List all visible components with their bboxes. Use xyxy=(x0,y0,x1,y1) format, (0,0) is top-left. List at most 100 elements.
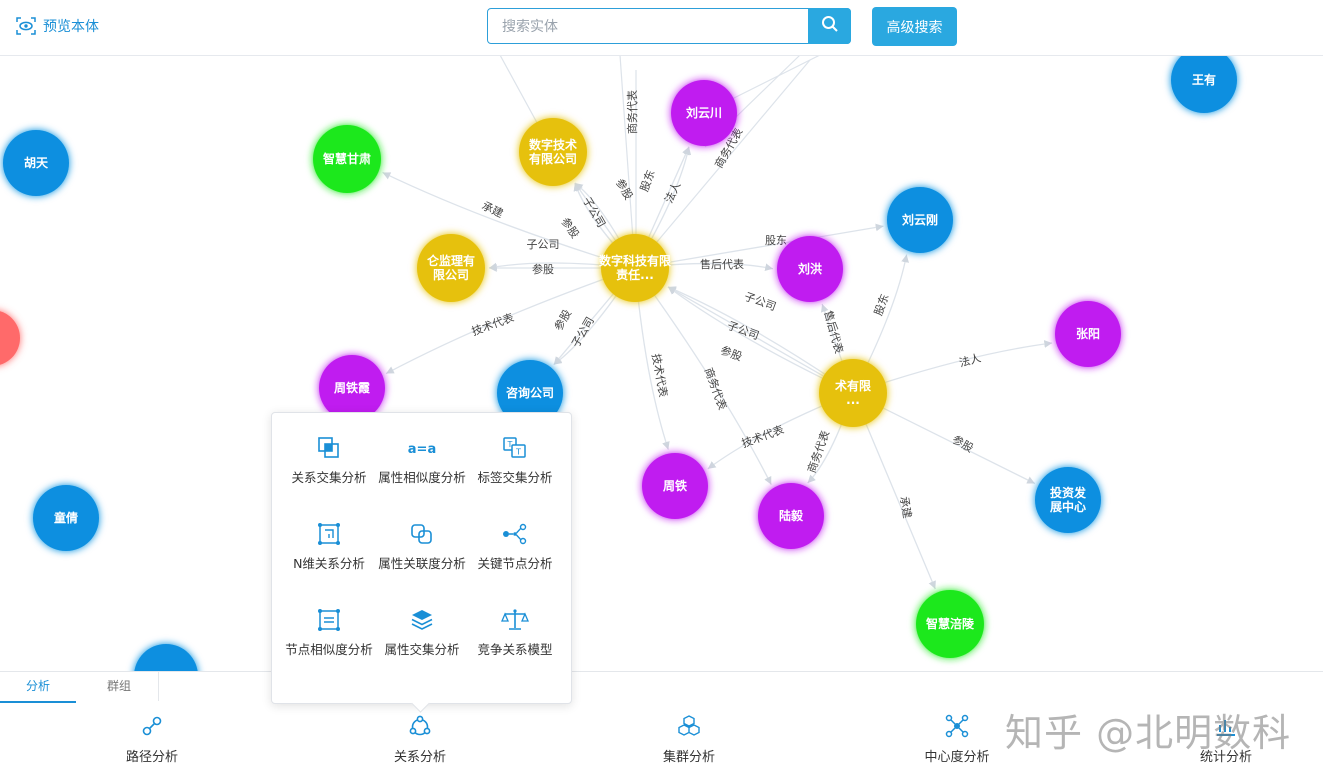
edge-label: 参股 xyxy=(558,215,582,241)
graph-node-zhihuigansu[interactable]: 智慧甘肃 xyxy=(313,125,381,193)
key-node-icon xyxy=(501,523,529,549)
graph-node-zhihuifuling[interactable]: 智慧涪陵 xyxy=(916,590,984,658)
graph-edge xyxy=(634,223,884,269)
node-circle xyxy=(916,590,984,658)
graph-node-huti[interactable]: 胡天 xyxy=(3,130,69,196)
edge-label: 子公司 xyxy=(527,238,560,251)
popup-item-n-dimension[interactable]: N维关系分析 xyxy=(282,521,376,572)
path-analysis-button[interactable]: 路径分析 xyxy=(92,714,212,765)
tab-analysis[interactable]: 分析 xyxy=(0,672,76,703)
edge-label: 子公司 xyxy=(725,319,760,343)
node-label: ... xyxy=(846,393,860,407)
relation-analysis-label: 关系分析 xyxy=(393,750,446,765)
popup-item-competition-model[interactable]: 竞争关系模型 xyxy=(468,607,562,658)
graph-node-luyi[interactable]: 陆毅 xyxy=(758,483,824,549)
popup-item-attribute-intersection[interactable]: 属性交集分析 xyxy=(375,607,469,658)
node-label: 咨询公司 xyxy=(506,385,554,400)
graph-node-comp_right[interactable]: 术有限... xyxy=(819,359,887,427)
path-analysis-label: 路径分析 xyxy=(125,750,178,765)
node-circle xyxy=(319,355,385,421)
edge-label: 承建 xyxy=(897,495,915,519)
graph-node-comp_main[interactable]: 数字科技有限责任... xyxy=(599,234,671,302)
node-circle xyxy=(758,483,824,549)
search-input[interactable] xyxy=(500,9,804,45)
node-label: 刘云刚 xyxy=(902,212,938,227)
attribute-correlation-icon xyxy=(409,522,435,550)
node-circle xyxy=(519,118,587,186)
graph-edge xyxy=(382,171,636,269)
cluster-analysis-label: 集群分析 xyxy=(662,750,715,765)
popup-item-label: 标签交集分析 xyxy=(477,470,553,485)
node-label: 童倩 xyxy=(54,510,78,525)
node-label: 张阳 xyxy=(1076,326,1100,341)
node-circle xyxy=(777,236,843,302)
node-label: 智慧涪陵 xyxy=(925,616,975,631)
edge-label: 法人 xyxy=(958,351,983,370)
popup-item-node-similarity[interactable]: 节点相似度分析 xyxy=(282,607,376,658)
popup-item-relation-intersection[interactable]: 关系交集分析 xyxy=(282,435,376,486)
graph-node-zixun[interactable]: 咨询公司 xyxy=(497,360,563,426)
edge-label: 参股 xyxy=(613,176,636,202)
popup-item-label: N维关系分析 xyxy=(293,556,365,571)
edge-label: 子公司 xyxy=(580,195,608,230)
svg-text:T: T xyxy=(515,448,521,457)
cluster-icon xyxy=(677,714,701,742)
node-label: 数字科技有限 xyxy=(599,253,671,268)
svg-text:T: T xyxy=(507,440,513,449)
popup-item-attribute-similarity[interactable]: a=a 属性相似度分析 xyxy=(375,435,469,486)
graph-node-liuhong[interactable]: 刘洪 xyxy=(777,236,843,302)
edge-label: 法人 xyxy=(661,179,683,205)
relation-analysis-button[interactable]: 关系分析 xyxy=(360,714,480,765)
graph-node-liuyungang[interactable]: 刘云刚 xyxy=(887,187,953,253)
search-button[interactable] xyxy=(808,8,851,44)
node-label: 周铁霞 xyxy=(334,380,371,395)
node-circle xyxy=(642,453,708,519)
popup-item-attribute-correlation[interactable]: 属性关联度分析 xyxy=(375,521,469,572)
centrality-icon xyxy=(945,714,969,742)
node-label: 术有限 xyxy=(834,378,871,393)
graph-node-tongqing[interactable]: 童倩 xyxy=(33,485,99,551)
centrality-analysis-button[interactable]: 中心度分析 xyxy=(897,714,1017,765)
graph-edge xyxy=(634,59,811,269)
graph-edge xyxy=(634,267,772,485)
node-label: 有限公司 xyxy=(529,151,577,166)
node-circle xyxy=(1035,467,1101,533)
popup-item-label: 节点相似度分析 xyxy=(285,642,373,657)
node-circle xyxy=(887,187,953,253)
node-label: 刘洪 xyxy=(798,261,822,276)
top-bar: 预览本体 高级搜索 xyxy=(0,0,1323,56)
graph-node-wangyou[interactable]: 王有 xyxy=(1171,47,1237,113)
node-label: 数字技术 xyxy=(529,137,577,152)
edge-label: 股东 xyxy=(765,234,787,247)
node-label: 投资发 xyxy=(1050,485,1087,500)
preview-ontology-button[interactable]: 预览本体 xyxy=(16,16,99,36)
edge-label: 子公司 xyxy=(742,290,777,314)
advanced-search-button[interactable]: 高级搜索 xyxy=(872,7,957,46)
cluster-analysis-button[interactable]: 集群分析 xyxy=(629,714,749,765)
node-label: 刘云川 xyxy=(686,105,722,120)
relation-icon xyxy=(408,714,432,742)
graph-node-zhangyang[interactable]: 张阳 xyxy=(1055,301,1121,367)
watermark: 知乎 @北明数科 xyxy=(1005,711,1292,755)
competition-model-icon xyxy=(501,608,529,636)
graph-node-zhoutiexia[interactable]: 周铁霞 xyxy=(319,355,385,421)
graph-node-zhoutie[interactable]: 周铁 xyxy=(642,453,708,519)
tab-group[interactable]: 群组 xyxy=(80,672,159,701)
edge-label: 股东 xyxy=(638,168,658,193)
popup-item-key-node[interactable]: 关键节点分析 xyxy=(468,521,562,572)
node-label: 限公司 xyxy=(433,267,469,282)
graph-node-liuyunchuan[interactable]: 刘云川 xyxy=(671,80,737,146)
statistics-analysis-button[interactable]: 统计分析 xyxy=(1166,714,1286,765)
graph-node[interactable] xyxy=(0,310,20,366)
edge-label: 商务代表 xyxy=(702,366,730,412)
popup-item-label: 竞争关系模型 xyxy=(477,642,553,657)
edge-label: 商务代表 xyxy=(625,90,639,134)
edge-label: 技术代表 xyxy=(740,422,786,450)
